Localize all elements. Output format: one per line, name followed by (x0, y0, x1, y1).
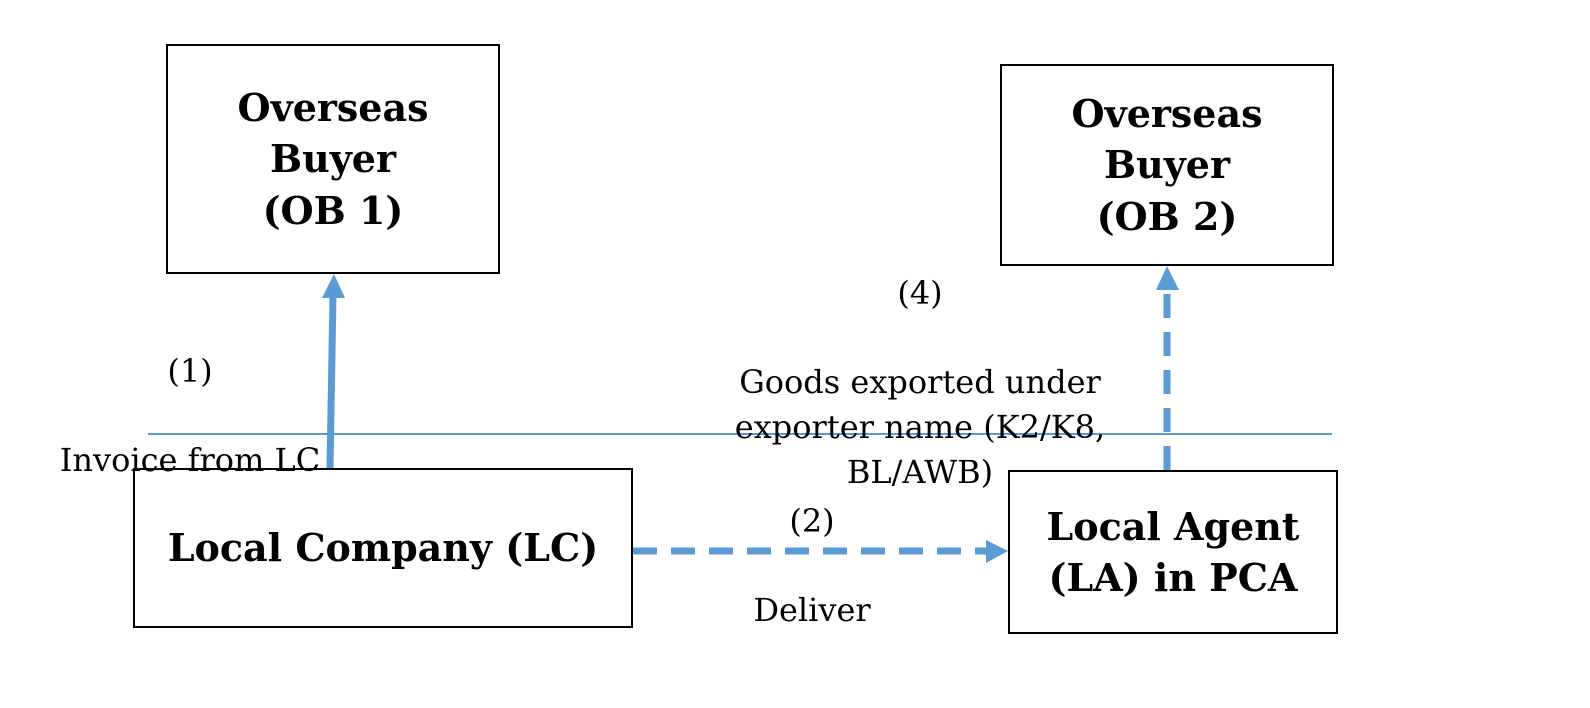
arrow-export-head (1156, 266, 1179, 290)
local-company-box: Local Company (LC) (133, 468, 633, 628)
step-4-number: (4) (897, 273, 943, 312)
step-2-number: (2) (789, 501, 835, 540)
overseas-buyer-2-box: Overseas Buyer (OB 2) (1000, 64, 1334, 266)
overseas-buyer-2-label: Overseas Buyer (OB 2) (1071, 91, 1263, 239)
local-agent-box: Local Agent (LA) in PCA (1008, 470, 1338, 634)
arrow-deliver-head (986, 540, 1008, 563)
step-4-annotation: (4) Goods exported under exporter name (… (700, 226, 1140, 540)
step-2-text: Deliver (753, 591, 871, 630)
arrow-invoice-head (322, 274, 345, 298)
step-4-text: Goods exported under exporter name (K2/K… (734, 363, 1106, 491)
overseas-buyer-1-label: Overseas Buyer (OB 1) (237, 85, 429, 233)
step-1-annotation: (1) Invoice from LC (30, 304, 350, 528)
local-company-label: Local Company (LC) (167, 525, 599, 571)
step-1-number: (1) (167, 351, 213, 390)
step-1-text: Invoice from LC (59, 441, 321, 480)
arrow-invoice-shaft (326, 295, 337, 469)
overseas-buyer-1-box: Overseas Buyer (OB 1) (166, 44, 500, 274)
step-2-annotation: (2) Deliver (700, 454, 924, 678)
local-agent-label: Local Agent (LA) in PCA (1046, 503, 1300, 600)
